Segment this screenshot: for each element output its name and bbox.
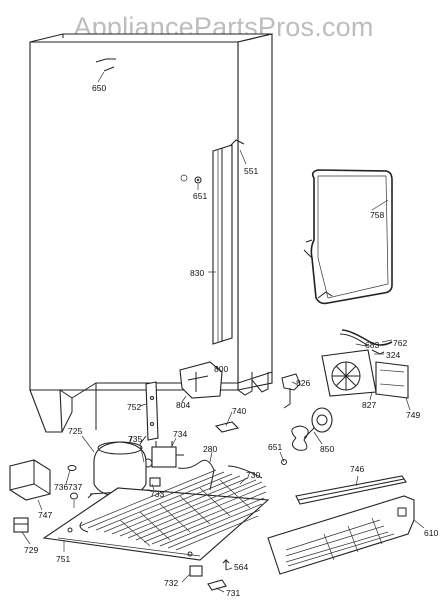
callout-850: 850 [320, 444, 334, 454]
callout-746: 746 [350, 464, 364, 474]
callout-610: 610 [424, 528, 438, 538]
evaporator-coil-drawing [303, 169, 393, 305]
callout-826: 826 [296, 378, 310, 388]
condenser-base-drawing [42, 465, 270, 561]
left-parts-drawing [9, 459, 78, 533]
callout-683: 683 [365, 340, 379, 350]
mid-components-drawing [143, 361, 333, 491]
rail-drawing [295, 475, 407, 505]
callout-751: 751 [56, 554, 70, 564]
callout-730: 730 [246, 470, 260, 480]
callout-734: 734 [173, 429, 187, 439]
callout-762: 762 [393, 338, 407, 348]
callout-729: 729 [24, 545, 38, 555]
leader-lines [21, 71, 425, 593]
callout-731: 731 [226, 588, 240, 598]
callout-735: 735 [128, 434, 142, 444]
callout-732: 732 [164, 578, 178, 588]
bottom-parts-drawing [189, 558, 230, 591]
callout-749: 749 [406, 410, 420, 420]
callout-651-lower: 651 [268, 442, 282, 452]
callout-752: 752 [127, 402, 141, 412]
callout-747: 747 [38, 510, 52, 520]
part-callouts: 650 551 651 758 830 762 683 324 800 826 … [24, 83, 438, 598]
fan-assembly-drawing [321, 349, 409, 399]
callout-740: 740 [232, 406, 246, 416]
callout-736: 736 [54, 482, 68, 492]
cabinet-drawing [29, 33, 273, 433]
callout-733: 733 [150, 489, 164, 499]
callout-324: 324 [386, 350, 400, 360]
callout-651-upper: 651 [193, 191, 207, 201]
callout-827: 827 [362, 400, 376, 410]
callout-650: 650 [92, 83, 106, 93]
callout-280: 280 [203, 444, 217, 454]
callout-804: 804 [176, 400, 190, 410]
callout-737: 737 [68, 482, 82, 492]
grille-drawing [267, 495, 415, 575]
callout-758: 758 [370, 210, 384, 220]
callout-725: 725 [68, 426, 82, 436]
callout-830: 830 [190, 268, 204, 278]
callout-800: 800 [214, 364, 228, 374]
callout-551: 551 [244, 166, 258, 176]
callout-564: 564 [234, 562, 248, 572]
compressor-drawing [87, 435, 153, 499]
